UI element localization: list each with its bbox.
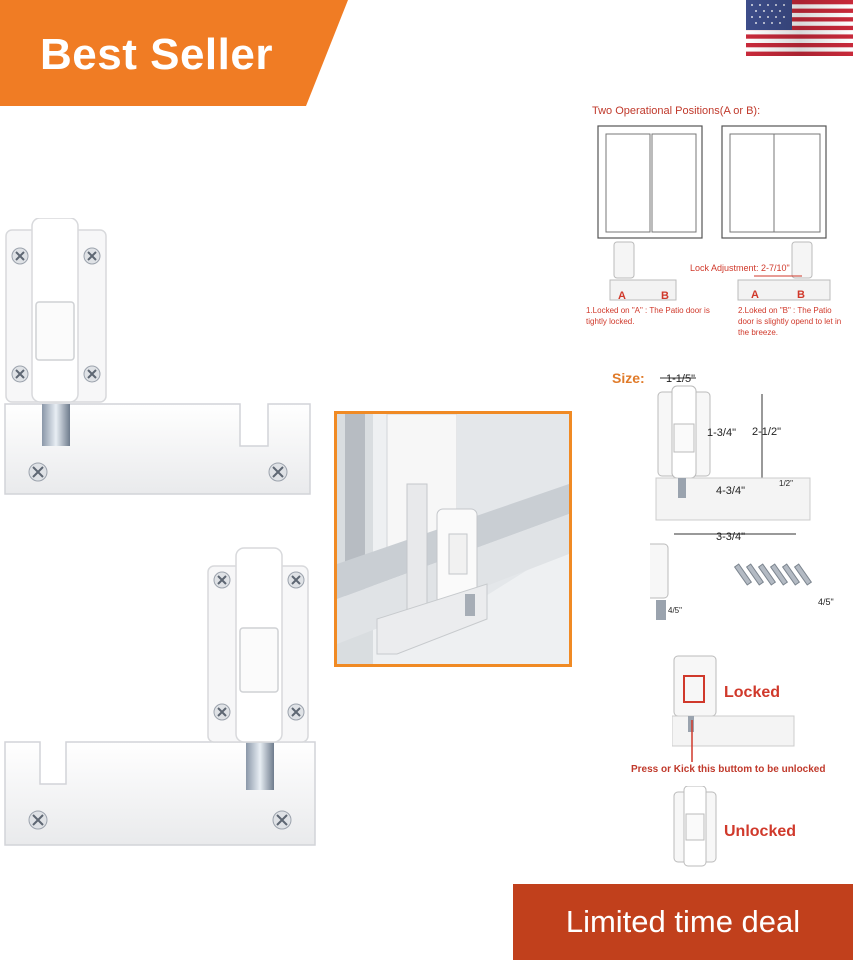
dim-4-5-latch: 4/5"	[668, 606, 682, 615]
dim-4-5-screw: 4/5"	[818, 597, 834, 607]
position-a2-label: A	[751, 289, 759, 301]
latch-image-bottom	[0, 540, 320, 855]
note-position-b: 2.Loked on "B" : The Patio door is sligh…	[738, 306, 842, 337]
position-b2-label: B	[797, 289, 805, 301]
limited-time-deal-text: Limited time deal	[565, 904, 801, 939]
installed-photo	[334, 411, 572, 667]
locked-label: Locked	[724, 684, 781, 701]
lock-adjustment-label: Lock Adjustment: 2-7/10"	[690, 263, 790, 273]
best-seller-badge: Best Seller	[0, 0, 348, 106]
unlock-instruction: Press or Kick this buttom to be unlocked	[631, 764, 826, 775]
dim-2-1-2: 2-1/2"	[752, 426, 781, 438]
locked-diagram	[671, 654, 798, 764]
diagram-title: Two Operational Positions(A or B):	[592, 105, 761, 117]
unlocked-label: Unlocked	[724, 823, 797, 840]
best-seller-text: Best Seller	[40, 30, 273, 79]
note-position-a: 1.Locked on "A" : The Patio door is tigh…	[586, 306, 710, 326]
us-flag-icon	[746, 0, 853, 56]
limited-time-deal-badge: Limited time deal	[513, 884, 853, 960]
dim-1-1-5: 1-1/5"	[666, 373, 695, 385]
size-diagram	[627, 374, 850, 624]
dim-1-2: 1/2"	[779, 479, 793, 488]
dim-3-3-4: 3-3/4"	[716, 531, 745, 543]
unlocked-diagram	[672, 785, 798, 884]
latch-image-top	[0, 217, 315, 503]
position-b-label: B	[661, 290, 669, 302]
size-label: Size:	[612, 370, 645, 386]
position-a-label: A	[618, 290, 626, 302]
dim-4-3-4: 4-3/4"	[716, 485, 745, 497]
door-diagram	[596, 124, 836, 344]
dim-1-3-4: 1-3/4"	[707, 427, 736, 439]
